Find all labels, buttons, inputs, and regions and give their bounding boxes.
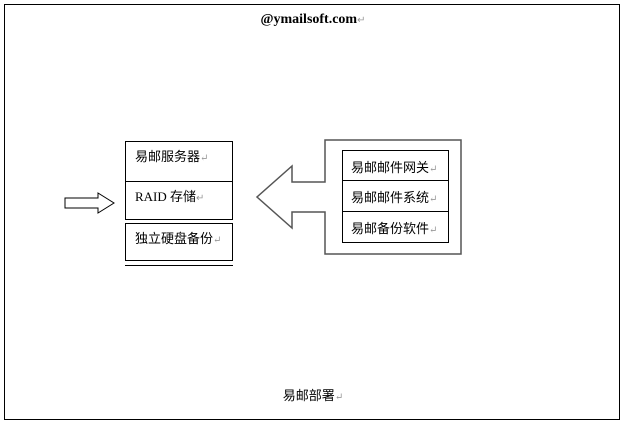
stack-item-server: 易邮服务器↵	[125, 141, 233, 182]
left-arrow-callout-shape	[255, 139, 462, 255]
stack-item-raid: RAID 存储↵	[125, 182, 233, 220]
small-right-arrow-icon	[64, 192, 115, 214]
stack-bottom-line	[125, 261, 233, 266]
software-stack: 易邮邮件网关↵ 易邮邮件系统↵ 易邮备份软件↵	[342, 150, 449, 243]
software-item-backup: 易邮备份软件↵	[342, 212, 449, 243]
software-item-gateway: 易邮邮件网关↵	[342, 150, 449, 181]
page-border	[4, 4, 620, 420]
title-text: @ymailsoft.com	[260, 12, 358, 27]
page-title: @ymailsoft.com↵	[0, 12, 626, 28]
software-item-mail-system: 易邮邮件系统↵	[342, 181, 449, 212]
stack-item-disk-backup: 独立硬盘备份↵	[125, 223, 233, 261]
paragraph-mark: ↵	[357, 15, 366, 26]
diagram-caption: 易邮部署↵	[282, 389, 344, 404]
server-stack: 易邮服务器↵ RAID 存储↵ 独立硬盘备份↵	[125, 141, 233, 266]
